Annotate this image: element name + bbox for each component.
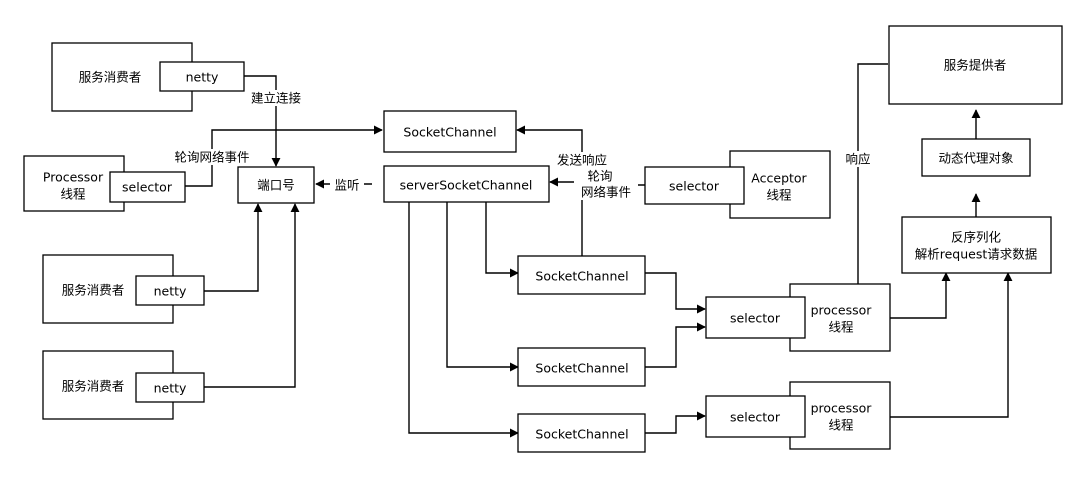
deserialize-node: [901, 216, 1052, 274]
selector-mid-label-1: selector: [730, 311, 781, 326]
processor-left-label-2: 线程: [60, 187, 86, 202]
edge-proc2-deser: [890, 272, 1013, 418]
edge-label-send-response: 发送响应: [557, 153, 607, 168]
edge-connect: [244, 75, 281, 167]
acceptor-node: [729, 150, 831, 219]
selector-acceptor-label: selector: [669, 179, 720, 194]
edge-label-bg-connect: [248, 90, 304, 106]
socketchannel-label-1: SocketChannel: [535, 269, 628, 284]
dynamic-proxy-node: [921, 138, 1031, 177]
edge-sc2-sel1: [645, 322, 706, 368]
selector-acceptor-node: [644, 166, 745, 205]
port-node: [237, 166, 315, 204]
selector-left-label: selector: [122, 180, 173, 195]
edge-ssc-sc3: [408, 202, 519, 438]
server-socket-channel-node: [383, 165, 550, 203]
netty-node-1: [159, 61, 245, 92]
edge-label-listen: 监听: [334, 178, 359, 193]
consumer-label-2: 服务消费者: [62, 283, 125, 298]
edge-response: [853, 63, 888, 297]
selector-mid-node-1: [705, 296, 806, 339]
acceptor-label-1: Acceptor: [751, 171, 807, 186]
edge-proc1-deser: [890, 272, 951, 319]
processor-left-node: [23, 155, 125, 212]
edge-sc3-sel2: [645, 411, 706, 434]
edge-sc1-sel1: [645, 272, 706, 314]
selector-left-node: [109, 171, 186, 203]
port-label: 端口号: [257, 178, 295, 193]
processor-mid-node-2: [789, 381, 891, 450]
socketchannel-node-1: [517, 255, 646, 295]
deserialize-label-2: 解析request请求数据: [915, 247, 1038, 262]
edge-label-bg-poll-right: [574, 168, 638, 200]
socketchannel-top-node: [383, 110, 517, 153]
edge-label-bg-poll-left: [170, 149, 254, 165]
edge-label-bg-send-response: [554, 152, 610, 168]
socketchannel-label-3: SocketChannel: [535, 427, 628, 442]
service-provider-node: [888, 25, 1063, 105]
processor-mid-node-1: [789, 283, 891, 352]
socketchannel-node-3: [517, 413, 646, 453]
processor-mid-label-1b: 线程: [828, 320, 854, 335]
socketchannel-top-label: SocketChannel: [403, 125, 496, 140]
deserialize-label-1: 反序列化: [951, 230, 1002, 245]
edge-ssc-sc2: [446, 202, 519, 372]
socketchannel-label-2: SocketChannel: [535, 361, 628, 376]
edge-label-poll-right-2: 网络事件: [581, 185, 631, 200]
processor-mid-label-1a: processor: [811, 303, 873, 318]
edge-label-poll-left: 轮询网络事件: [174, 150, 249, 165]
selector-mid-node-2: [705, 395, 806, 438]
edge-label-response: 响应: [845, 152, 870, 167]
netty-label-3: netty: [154, 381, 187, 396]
netty-node-3: [135, 372, 205, 403]
acceptor-label-2: 线程: [766, 188, 792, 203]
netty-label-2: netty: [154, 284, 187, 299]
edge-send-response: [516, 125, 583, 256]
processor-left-label-1: Processor: [43, 170, 104, 185]
processor-mid-label-2a: processor: [811, 401, 873, 416]
netty-label-1: netty: [186, 70, 219, 85]
netty-node-2: [135, 275, 205, 306]
edge-label-bg-listen: [330, 176, 364, 192]
edge-label-connect: 建立连接: [251, 91, 302, 106]
consumer-label-1: 服务消费者: [79, 70, 142, 85]
dynamic-proxy-label: 动态代理对象: [938, 151, 1013, 166]
socketchannel-node-2: [517, 347, 646, 387]
selector-mid-label-2: selector: [730, 410, 781, 425]
edge-label-bg-response: [843, 151, 873, 167]
edge-netty2-port: [204, 203, 263, 292]
service-provider-label: 服务提供者: [944, 58, 1007, 73]
server-socket-channel-label: serverSocketChannel: [400, 178, 533, 193]
processor-mid-label-2b: 线程: [828, 418, 854, 433]
consumer-label-3: 服务消费者: [62, 379, 125, 394]
edge-label-poll-right-1: 轮询: [587, 169, 612, 184]
edge-ssc-sc1: [485, 202, 519, 278]
edge-netty3-port: [204, 203, 300, 388]
